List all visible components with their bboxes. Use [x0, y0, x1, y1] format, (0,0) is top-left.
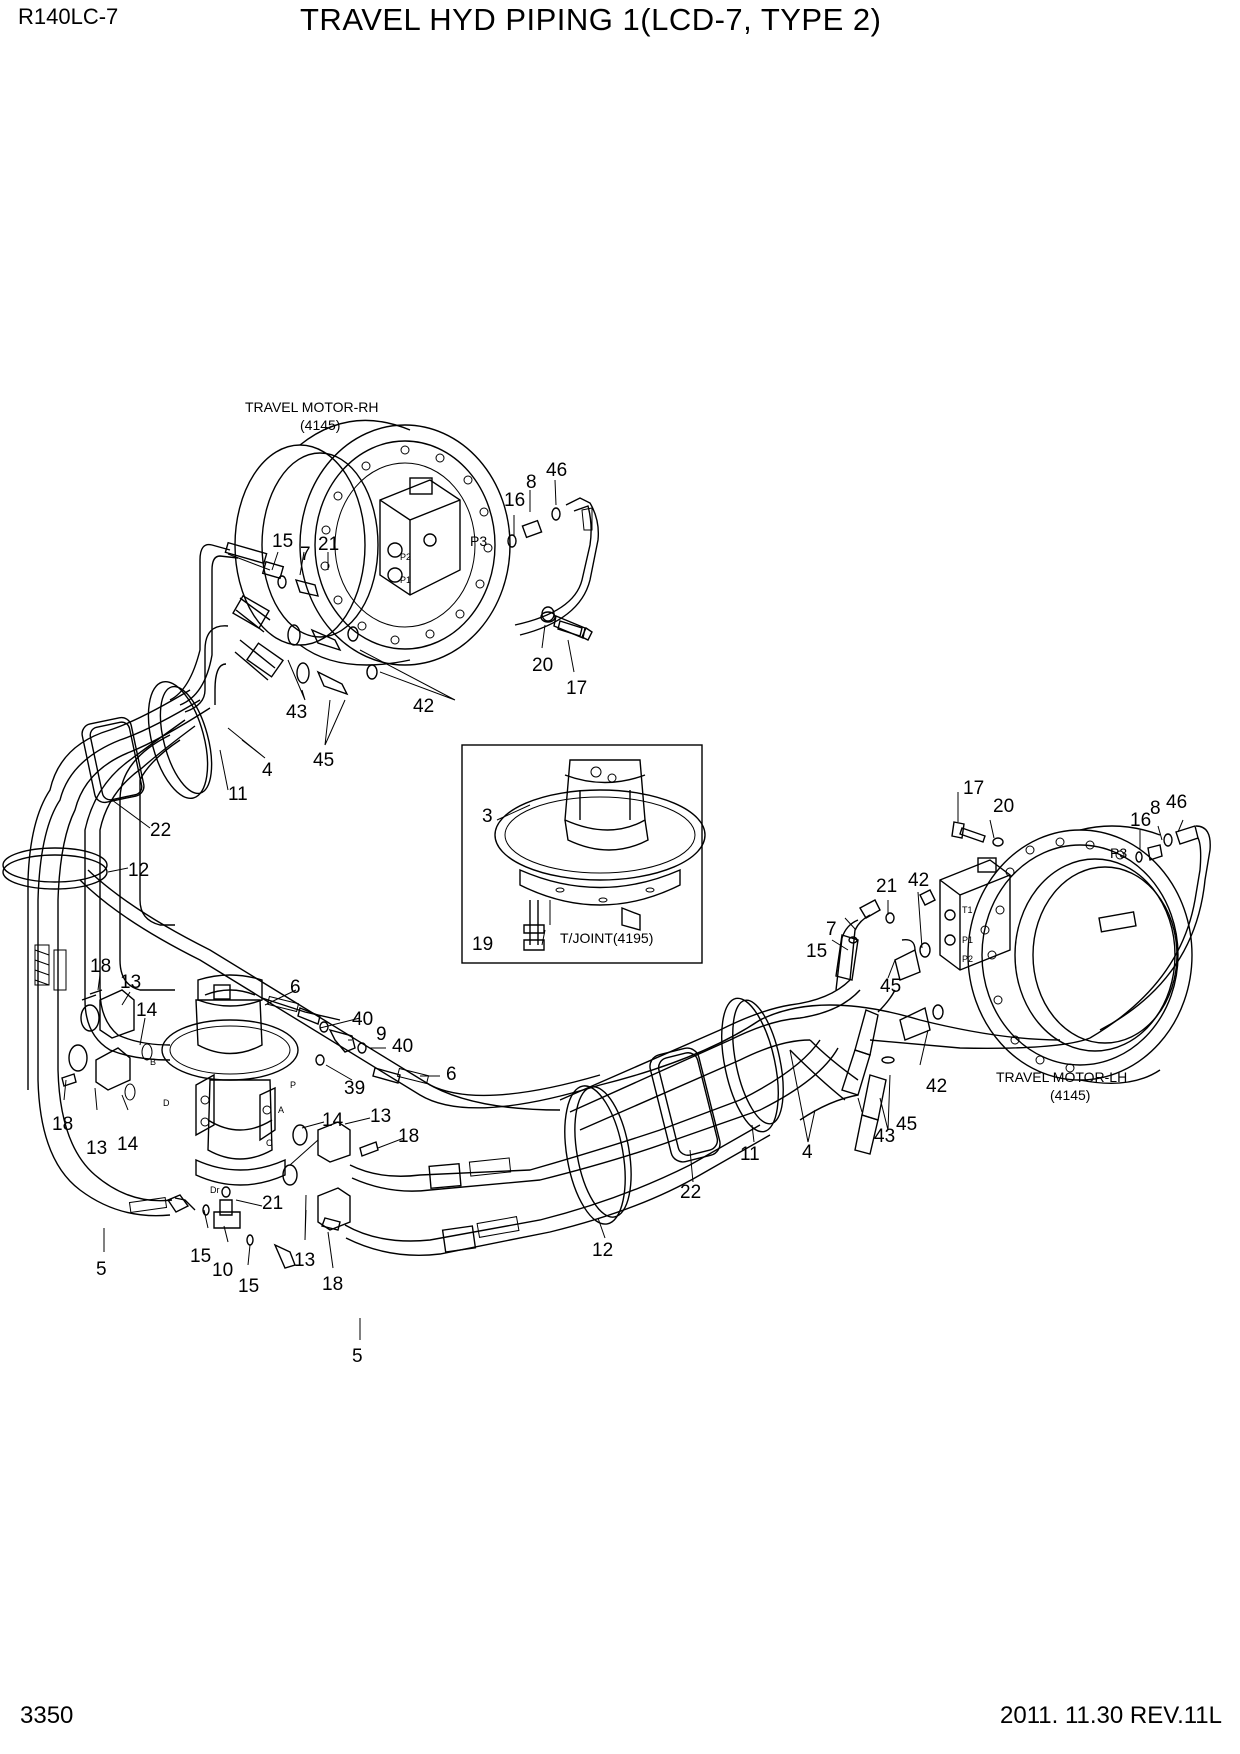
port-label-p1-rh: P1: [400, 575, 411, 585]
callout-42: 42: [926, 1076, 947, 1097]
lower-hose-bundle: [79, 869, 1061, 1256]
callout-6: 6: [290, 977, 301, 998]
callout-16: 16: [504, 490, 525, 511]
tjoint-inset: [461, 744, 706, 964]
leader-lines: [63, 479, 1184, 1340]
callout-20: 20: [993, 796, 1014, 817]
port-label-p3-rh: P3: [470, 533, 487, 549]
callout-15: 15: [190, 1246, 211, 1267]
port-label-c: C: [266, 1138, 273, 1148]
callout-20: 20: [532, 655, 553, 676]
callout-18: 18: [322, 1274, 343, 1295]
label-travel-motor-rh-code: (4145): [300, 417, 340, 433]
port-label-p3-lh: P3: [1110, 845, 1127, 861]
callout-5: 5: [352, 1346, 363, 1367]
callout-21: 21: [318, 534, 339, 555]
callout-11: 11: [740, 1144, 760, 1165]
callout-11: 11: [228, 784, 248, 805]
page-title: TRAVEL HYD PIPING 1(LCD-7, TYPE 2): [300, 2, 882, 37]
callout-numbers: 15 7 21 16 8 46 20 17 42 43 45 4 11 22 1…: [52, 460, 1187, 1367]
callout-5: 5: [96, 1259, 107, 1280]
callout-45: 45: [313, 750, 334, 771]
callout-13: 13: [370, 1106, 391, 1127]
port-label-b: B: [150, 1057, 156, 1067]
callout-42: 42: [908, 870, 929, 891]
callout-13: 13: [86, 1138, 107, 1159]
callout-22: 22: [150, 820, 171, 841]
callout-16: 16: [1130, 810, 1151, 831]
port-label-t1-lh: T1: [962, 905, 973, 915]
travel-motor-lh: T1 P1 P2 P3: [869, 821, 1211, 1084]
hose-6: [261, 995, 430, 1085]
lh-fittings: [835, 889, 944, 1155]
callout-40: 40: [392, 1036, 413, 1057]
travel-motor-rh: P2 P1 P3: [234, 419, 511, 666]
callout-21: 21: [262, 1193, 283, 1214]
callout-19: 19: [472, 934, 493, 955]
callout-13: 13: [294, 1250, 315, 1271]
rh-bolt: [540, 611, 583, 637]
port-label-p2-rh: P2: [400, 552, 411, 562]
callout-40: 40: [352, 1009, 373, 1030]
callout-12: 12: [128, 860, 149, 881]
date-revision: 2011. 11.30 REV.11L: [1000, 1702, 1222, 1729]
callout-21: 21: [876, 876, 897, 897]
callout-42: 42: [413, 696, 434, 717]
callout-15: 15: [272, 531, 293, 552]
port-label-p2-lh: P2: [962, 954, 973, 964]
callout-10: 10: [212, 1260, 233, 1281]
callout-15: 15: [806, 941, 827, 962]
main-hose-bundle: [2, 680, 213, 1217]
callout-15: 15: [238, 1276, 259, 1297]
left-flanges: [61, 989, 153, 1101]
callout-3: 3: [482, 806, 493, 827]
port-label-p: P: [290, 1080, 296, 1090]
port-label-d: D: [163, 1098, 170, 1108]
callout-18: 18: [90, 956, 111, 977]
callout-17: 17: [566, 678, 587, 699]
callout-8: 8: [1150, 798, 1161, 819]
rh-fittings: [507, 497, 600, 641]
callout-8: 8: [526, 472, 537, 493]
callout-14: 14: [322, 1110, 344, 1131]
callout-39: 39: [344, 1078, 365, 1099]
callout-43: 43: [286, 702, 307, 723]
callout-46: 46: [1166, 792, 1187, 813]
callout-6: 6: [446, 1064, 457, 1085]
callout-45: 45: [896, 1114, 917, 1135]
callout-14: 14: [117, 1134, 139, 1155]
callout-4: 4: [262, 760, 273, 781]
center-joint: B D P A C Dr: [150, 974, 299, 1195]
callout-43: 43: [874, 1126, 895, 1147]
callout-17: 17: [963, 778, 984, 799]
callout-7: 7: [300, 544, 311, 565]
callout-14: 14: [136, 1000, 158, 1021]
callout-12: 12: [592, 1240, 613, 1261]
callout-46: 46: [546, 460, 567, 481]
callout-18: 18: [52, 1114, 73, 1135]
label-travel-motor-rh: TRAVEL MOTOR-RH: [245, 399, 379, 415]
callout-22: 22: [680, 1182, 701, 1203]
label-tjoint: T/JOINT(4195): [560, 930, 653, 946]
callout-4: 4: [802, 1142, 813, 1163]
port-label-dr: Dr: [210, 1185, 220, 1195]
port-label-p1-lh: P1: [962, 935, 973, 945]
port-label-a: A: [278, 1105, 284, 1115]
model-code: R140LC-7: [18, 4, 119, 29]
right-flanges: [282, 1121, 379, 1231]
callout-13: 13: [120, 972, 141, 993]
callout-18: 18: [398, 1126, 419, 1147]
callout-45: 45: [880, 976, 901, 997]
page-number: 3350: [20, 1702, 74, 1729]
label-travel-motor-lh-code: (4145): [1050, 1087, 1090, 1103]
callout-9: 9: [376, 1024, 387, 1045]
drain-fittings: [174, 1186, 296, 1269]
callout-7: 7: [826, 919, 837, 940]
label-travel-motor-lh: TRAVEL MOTOR-LH: [996, 1069, 1127, 1085]
